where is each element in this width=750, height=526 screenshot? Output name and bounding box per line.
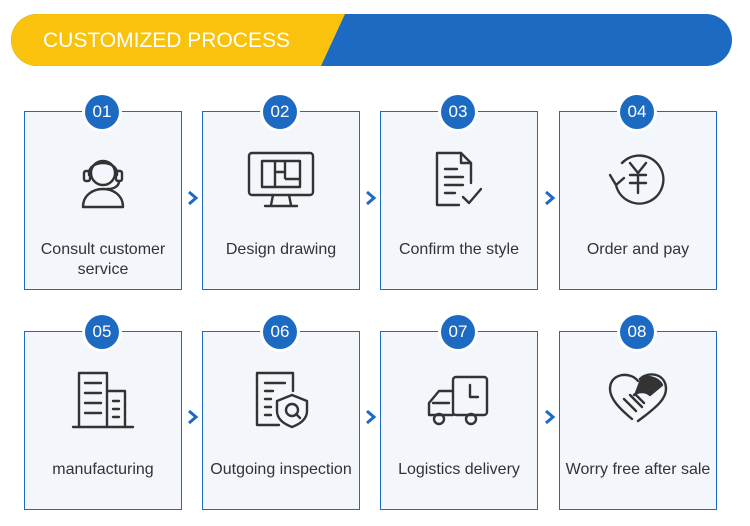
step-number-badge: 01 [85,95,119,129]
step-label: Logistics delivery [398,461,520,478]
step-label: Consult customer service [40,241,166,278]
step-label: Outgoing inspection [210,461,352,478]
delivery-truck-icon [423,365,495,433]
step-number-badge: 05 [85,315,119,349]
step-card-design [202,111,360,290]
headset-icon [67,145,139,213]
factory-building-icon [67,365,139,433]
page-title: CUSTOMIZED PROCESS [43,29,290,52]
chevron-right-icon [187,191,199,205]
step-card-confirm [380,111,538,290]
step-label: Order and pay [586,241,690,258]
step-card-consult [24,111,182,290]
step-label: Confirm the style [398,241,520,258]
document-check-icon [423,145,495,213]
inspection-shield-icon [245,365,317,433]
step-card-order [559,111,717,290]
header-banner: CUSTOMIZED PROCESS [11,14,732,66]
step-label: Design drawing [225,241,337,258]
chevron-right-icon [365,191,377,205]
step-number-badge: 06 [263,315,297,349]
chevron-right-icon [365,410,377,424]
step-number-badge: 04 [620,95,654,129]
chevron-right-icon [544,191,556,205]
step-label: manufacturing [52,461,154,478]
banner-yellow-shape [11,14,345,66]
chevron-right-icon [544,410,556,424]
monitor-blueprint-icon [245,145,317,213]
chevron-right-icon [187,410,199,424]
step-number-badge: 07 [441,315,475,349]
step-label: Worry free after sale [565,461,711,478]
step-number-badge: 02 [263,95,297,129]
yuan-payment-icon [602,145,674,213]
step-number-badge: 08 [620,315,654,349]
handshake-heart-icon [602,365,674,433]
step-card-manufacturing [24,331,182,510]
step-number-badge: 03 [441,95,475,129]
